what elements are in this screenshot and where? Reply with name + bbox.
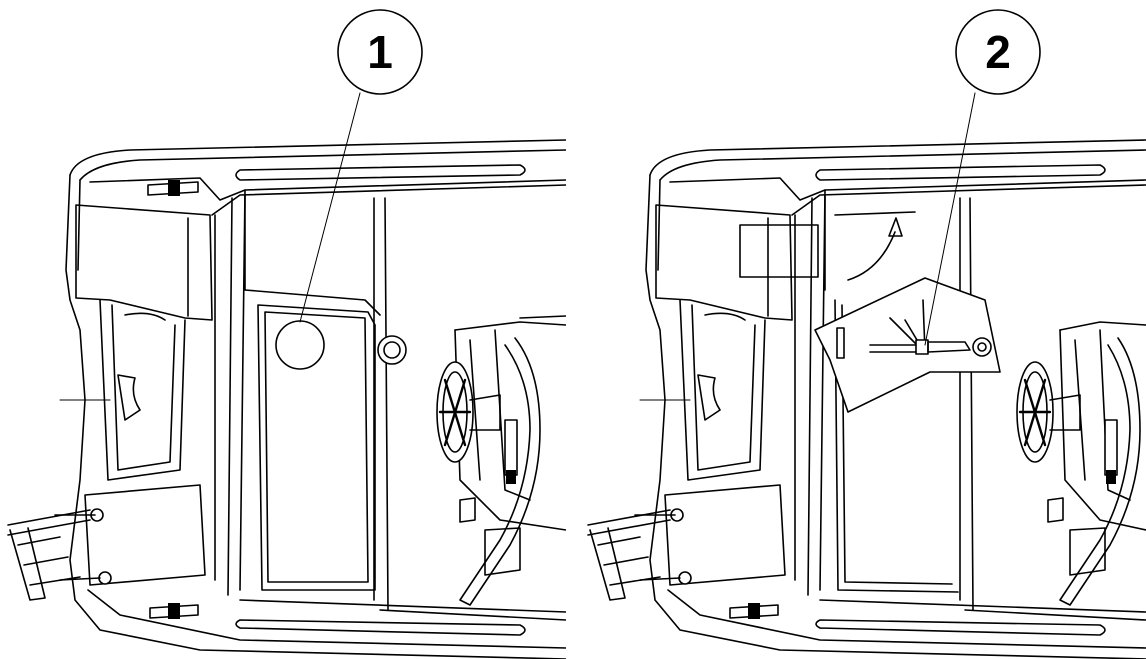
callout-label-2: 2 [985, 26, 1011, 78]
boat-hull-outline [65, 139, 566, 659]
boarding-ladder [587, 508, 692, 601]
callout-1: 1 [299, 9, 423, 323]
cleats [147, 180, 199, 619]
lift-direction-arrow [847, 217, 903, 281]
drain-plug-circle [275, 320, 325, 370]
latch-slot [836, 327, 845, 359]
left-seat-recess [59, 299, 206, 586]
boarding-ladder [7, 508, 112, 601]
detail-inset [814, 277, 1001, 413]
cockpit-floor-hatch [244, 194, 566, 621]
boat-hull-outline [645, 139, 1146, 659]
callout-bubble-2 [955, 9, 1041, 95]
callout-leader-line-2 [924, 92, 976, 346]
callout-bubble-1 [337, 9, 423, 95]
panel-step-1: 1 [0, 0, 566, 659]
console-assembly [377, 315, 566, 606]
left-seat-recess [639, 299, 786, 586]
panel-removed-outline [739, 224, 819, 278]
callout-label-1: 1 [367, 26, 393, 78]
cleat [729, 603, 779, 619]
boat-drawing-step-2: 2 [587, 9, 1146, 659]
boat-drawing-step-1: 1 [7, 9, 566, 659]
cockpit-floor [824, 194, 1146, 621]
callout-leader-line-1 [299, 92, 361, 323]
console-assembly [1016, 321, 1146, 606]
callout-2: 2 [924, 9, 1041, 346]
panel-step-2: 2 [580, 0, 1146, 659]
